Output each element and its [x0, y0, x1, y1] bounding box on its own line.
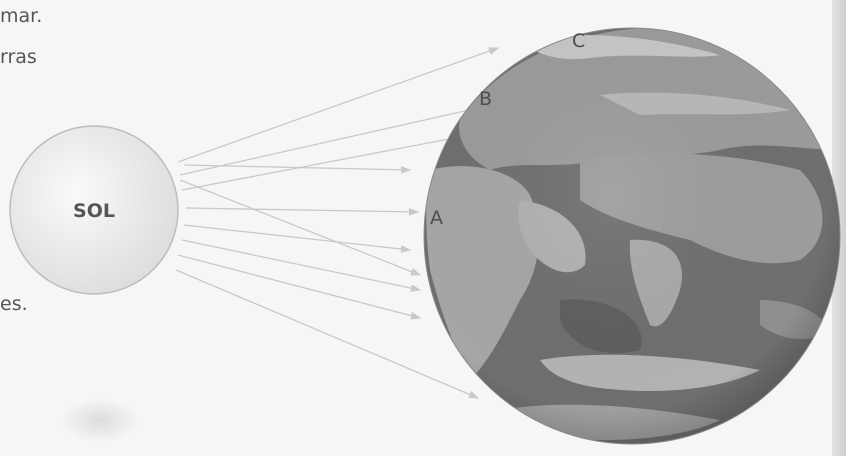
point-label-a: A: [430, 207, 443, 229]
ray: [182, 135, 470, 190]
sun-label: SOL: [73, 200, 115, 222]
ray: [184, 225, 410, 250]
ray: [184, 165, 410, 170]
sun: SOL: [10, 126, 178, 294]
ray: [186, 208, 418, 212]
ray: [180, 180, 420, 275]
point-label-c: C: [572, 30, 585, 52]
point-label-b: B: [479, 88, 492, 110]
earth: A B C: [424, 27, 846, 444]
